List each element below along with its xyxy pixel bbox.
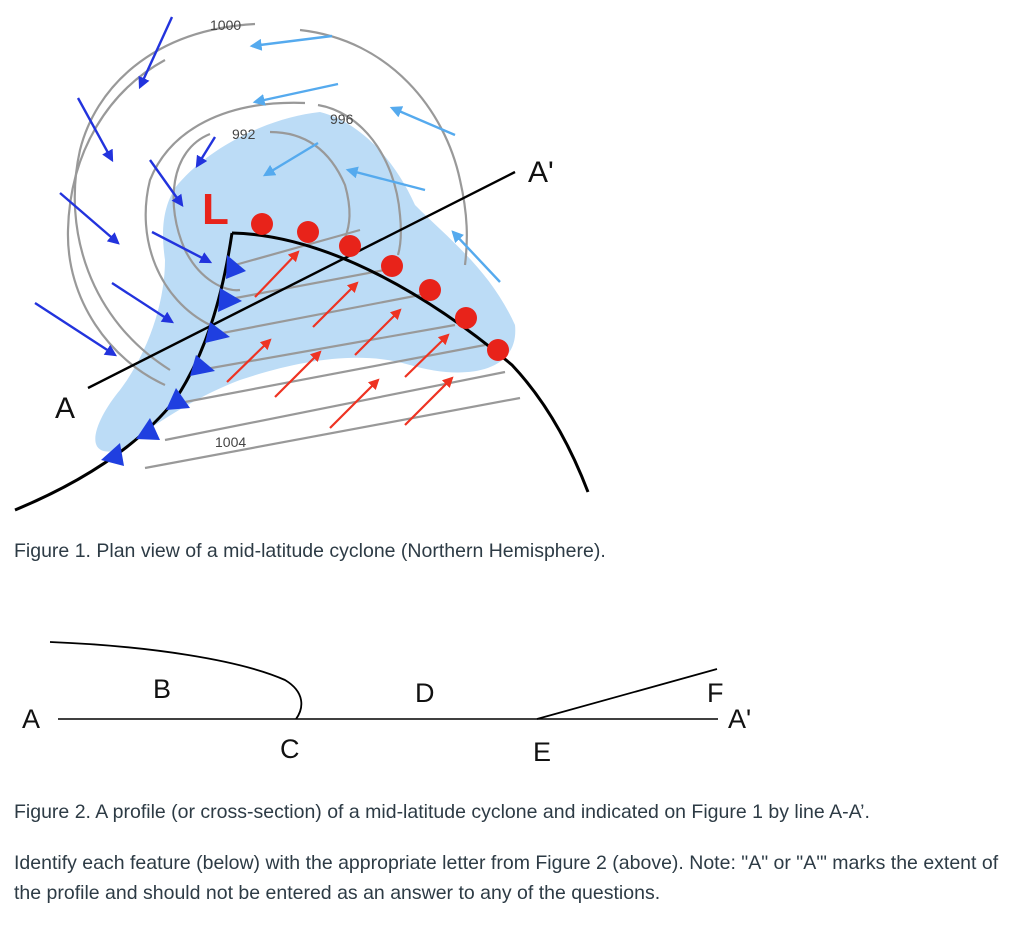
isobar-996-line-b <box>144 101 306 326</box>
isobar-1000-line <box>73 22 256 371</box>
figure1-caption: Figure 1. Plan view of a mid-latitude cy… <box>14 540 606 562</box>
cold-front <box>14 232 246 512</box>
isobar-1000-label: 1000 <box>210 17 241 33</box>
warm-air-arrows <box>226 250 454 429</box>
low-pressure-symbol: L <box>202 185 229 234</box>
figure2-caption: Figure 2. A profile (or cross-section) o… <box>14 801 870 823</box>
cold-front-profile <box>49 641 303 720</box>
section-end-label: A' <box>528 156 554 189</box>
profile-label-e: E <box>533 737 551 767</box>
isobar-1004-label: 1004 <box>215 434 246 450</box>
flow-arrows <box>249 34 501 283</box>
cyclone-plan-view: 1000 992 996 1004 A A' L <box>14 16 590 512</box>
isobar-1000-line-b <box>299 28 468 266</box>
isobar-996-label: 996 <box>330 111 354 127</box>
isobar-996-line <box>317 103 402 256</box>
isobar-992-label: 992 <box>232 126 256 142</box>
profile-label-a: A <box>22 704 40 734</box>
profile-label-d: D <box>415 678 435 708</box>
isobar-1000-line-c <box>66 59 166 387</box>
profile-label-b: B <box>153 674 171 704</box>
section-line <box>87 170 516 390</box>
warm-front-profile <box>536 668 718 720</box>
isobars <box>66 22 521 470</box>
isobar-992-line <box>172 132 241 292</box>
warm-front <box>231 213 590 493</box>
cold-air-arrows <box>34 16 217 357</box>
cyclone-profile: A B C D E F A' <box>22 641 751 767</box>
section-start-label: A <box>55 392 75 425</box>
profile-label-c: C <box>280 734 300 764</box>
profile-label-a-prime: A' <box>728 704 751 734</box>
profile-label-f: F <box>707 678 724 708</box>
isobar-992-line-b <box>269 130 351 239</box>
instructions-text: Identify each feature (below) with the a… <box>14 852 999 904</box>
